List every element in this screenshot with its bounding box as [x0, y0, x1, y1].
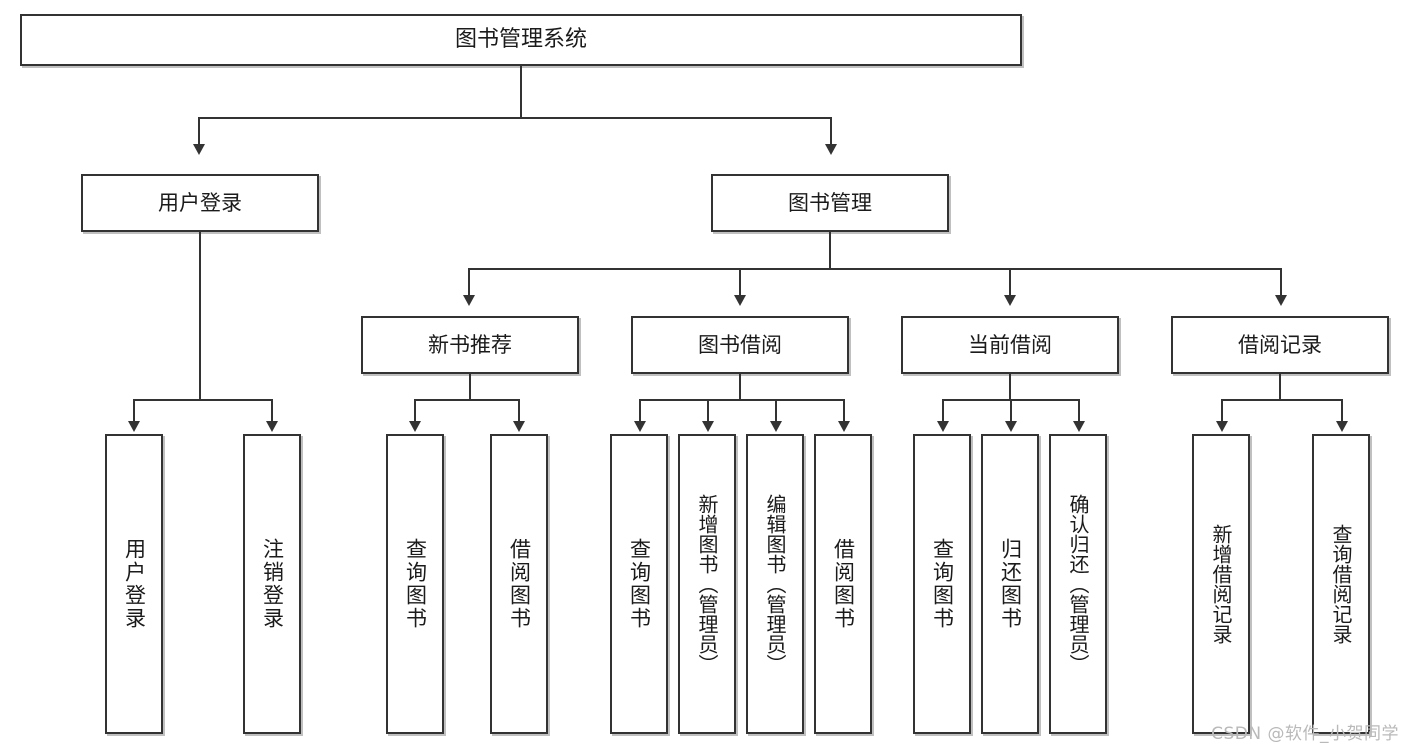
connector-user-login-stem: [199, 232, 201, 400]
connector-borrow-record-stem: [1279, 374, 1281, 400]
arrow-to-book-management: [825, 144, 837, 155]
node-leaf-query-book-3[interactable]: 查询图书: [913, 434, 971, 734]
connector-cb-drop-3: [1078, 399, 1080, 421]
connector-level2-drop-1: [468, 268, 470, 295]
node-new-book-recommend-label: 新书推荐: [428, 332, 512, 357]
node-user-login[interactable]: 用户登录: [81, 174, 319, 232]
connector-book-management-stem: [829, 232, 831, 269]
node-leaf-query-book-2-label: 查询图书: [627, 538, 652, 630]
node-current-borrow-label: 当前借阅: [968, 332, 1052, 357]
connector-user-login-bus: [133, 399, 271, 401]
node-book-management-label: 图书管理: [788, 190, 872, 215]
node-borrow-record-label: 借阅记录: [1238, 332, 1322, 357]
connector-user-login-bus-right: [271, 399, 273, 421]
arrow-to-leaf-borrow-book-1: [513, 421, 525, 432]
arrow-to-leaf-return-book: [1005, 421, 1017, 432]
connector-level2-drop-3: [1009, 268, 1011, 295]
connector-root-bus-left-drop: [198, 117, 200, 144]
node-leaf-borrow-book-2[interactable]: 借阅图书: [814, 434, 872, 734]
node-leaf-add-borrow-record-label: 新增借阅记录: [1209, 524, 1233, 644]
arrow-to-leaf-query-book-2: [634, 421, 646, 432]
arrow-to-leaf-add-borrow-record: [1216, 421, 1228, 432]
connector-current-borrow-stem: [1009, 374, 1011, 400]
arrow-to-user-login: [193, 144, 205, 155]
arrow-to-leaf-add-book: [702, 421, 714, 432]
connector-cb-drop-1: [942, 399, 944, 421]
arrow-to-current-borrow: [1004, 295, 1016, 306]
arrow-to-leaf-user-logout: [266, 421, 278, 432]
node-user-login-label: 用户登录: [158, 190, 242, 215]
connector-nbr-drop-2: [518, 399, 520, 421]
connector-root-bus: [198, 117, 832, 119]
arrow-to-borrow-record: [1275, 295, 1287, 306]
connector-level2-drop-4: [1280, 268, 1282, 295]
arrow-to-leaf-query-borrow-record: [1336, 421, 1348, 432]
node-leaf-query-borrow-record[interactable]: 查询借阅记录: [1312, 434, 1370, 734]
arrow-to-leaf-user-login: [128, 421, 140, 432]
node-leaf-query-book-1[interactable]: 查询图书: [386, 434, 444, 734]
node-leaf-borrow-book-1-label: 借阅图书: [507, 538, 532, 630]
connector-bb-drop-2: [707, 399, 709, 421]
node-leaf-confirm-return[interactable]: 确认归还（管理员）: [1049, 434, 1107, 734]
arrow-to-leaf-query-book-3: [937, 421, 949, 432]
node-root-label: 图书管理系统: [454, 27, 587, 53]
node-leaf-edit-book[interactable]: 编辑图书（管理员）: [746, 434, 804, 734]
node-leaf-query-book-3-label: 查询图书: [930, 538, 955, 630]
node-root[interactable]: 图书管理系统: [20, 14, 1022, 66]
connector-root-stem: [520, 66, 522, 118]
arrow-to-leaf-edit-book: [770, 421, 782, 432]
node-book-borrow[interactable]: 图书借阅: [631, 316, 849, 374]
arrow-to-leaf-confirm-return: [1073, 421, 1085, 432]
connector-new-book-recommend-stem: [469, 374, 471, 400]
node-current-borrow[interactable]: 当前借阅: [901, 316, 1119, 374]
connector-cb-drop-2: [1010, 399, 1012, 421]
node-borrow-record[interactable]: 借阅记录: [1171, 316, 1389, 374]
connector-borrow-record-bus: [1221, 399, 1341, 401]
arrow-to-book-borrow: [734, 295, 746, 306]
connector-new-book-recommend-bus: [414, 399, 518, 401]
node-leaf-return-book-label: 归还图书: [998, 538, 1023, 630]
node-leaf-borrow-book-1[interactable]: 借阅图书: [490, 434, 548, 734]
node-leaf-user-logout[interactable]: 注销登录: [243, 434, 301, 734]
node-leaf-query-borrow-record-label: 查询借阅记录: [1329, 524, 1353, 644]
connector-br-drop-1: [1221, 399, 1223, 421]
node-leaf-user-logout-label: 注销登录: [260, 538, 285, 630]
node-leaf-user-login[interactable]: 用户登录: [105, 434, 163, 734]
node-leaf-add-book-label: 新增图书（管理员）: [695, 494, 719, 674]
node-book-borrow-label: 图书借阅: [698, 332, 782, 357]
connector-user-login-bus-left: [133, 399, 135, 421]
node-leaf-borrow-book-2-label: 借阅图书: [831, 538, 856, 630]
connector-nbr-drop-1: [414, 399, 416, 421]
connector-bb-drop-4: [843, 399, 845, 421]
arrow-to-leaf-query-book-1: [409, 421, 421, 432]
arrow-to-leaf-borrow-book-2: [838, 421, 850, 432]
connector-root-bus-right-drop: [830, 117, 832, 144]
node-leaf-edit-book-label: 编辑图书（管理员）: [763, 494, 787, 674]
connector-level2-bus: [468, 268, 1280, 270]
node-leaf-return-book[interactable]: 归还图书: [981, 434, 1039, 734]
node-leaf-confirm-return-label: 确认归还（管理员）: [1066, 494, 1090, 674]
node-leaf-query-book-2[interactable]: 查询图书: [610, 434, 668, 734]
connector-bb-drop-1: [639, 399, 641, 421]
node-leaf-query-book-1-label: 查询图书: [403, 538, 428, 630]
node-leaf-user-login-label: 用户登录: [122, 538, 147, 630]
connector-br-drop-2: [1341, 399, 1343, 421]
connector-level2-drop-2: [739, 268, 741, 295]
node-leaf-add-borrow-record[interactable]: 新增借阅记录: [1192, 434, 1250, 734]
arrow-to-new-book-recommend: [463, 295, 475, 306]
node-new-book-recommend[interactable]: 新书推荐: [361, 316, 579, 374]
node-book-management[interactable]: 图书管理: [711, 174, 949, 232]
node-leaf-add-book[interactable]: 新增图书（管理员）: [678, 434, 736, 734]
connector-book-borrow-bus: [639, 399, 843, 401]
connector-bb-drop-3: [775, 399, 777, 421]
connector-book-borrow-stem: [739, 374, 741, 400]
